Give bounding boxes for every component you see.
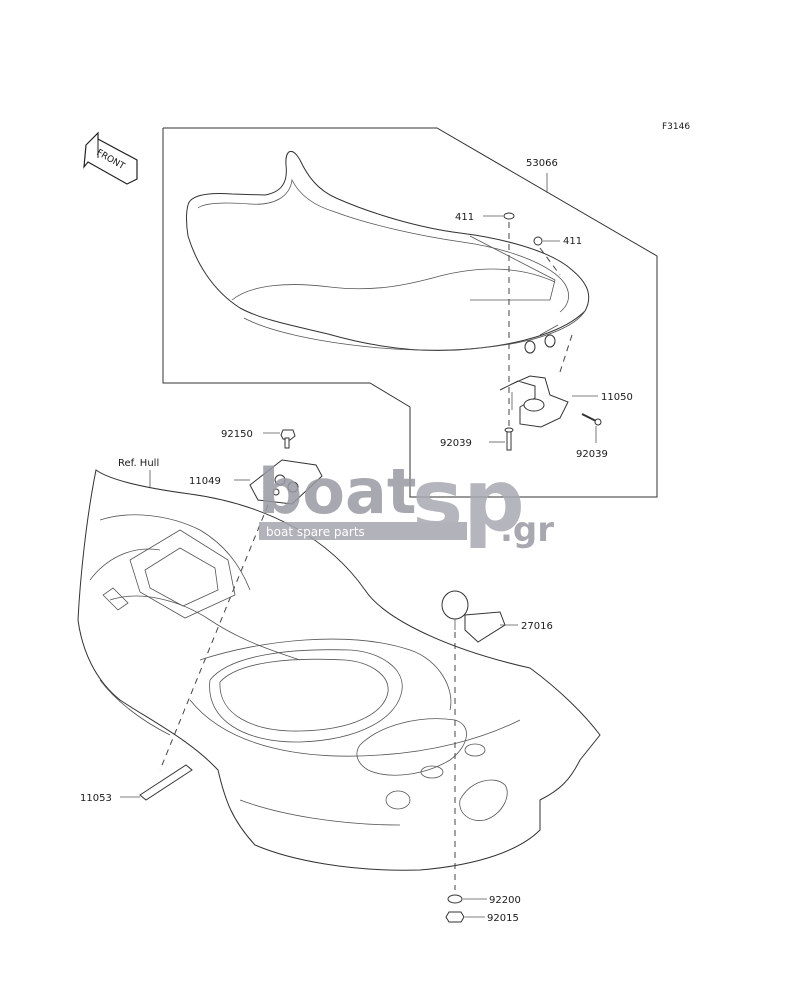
watermark-word1: boat (258, 455, 416, 528)
label-411-left: 411 (455, 212, 474, 223)
watermark-suffix: .gr (500, 510, 554, 550)
bumper-27016 (441, 590, 506, 643)
bracket-11050 (499, 375, 569, 428)
seat-group-frame (162, 127, 658, 498)
alignment-dash-catch (159, 504, 269, 771)
bolt-92039-left (504, 427, 514, 451)
label-27016: 27016 (521, 621, 553, 632)
hull-reference (77, 469, 601, 871)
strap-11053 (139, 764, 193, 801)
label-92039-right: 92039 (576, 449, 608, 460)
seat-53066 (186, 150, 590, 354)
label-11053: 11053 (80, 793, 112, 804)
washer-92200 (447, 894, 463, 904)
figure-code: F3146 (662, 122, 690, 132)
watermark-logo: boat sp .gr boat spare parts (258, 451, 554, 551)
bolt-92150 (280, 429, 296, 449)
label-11050: 11050 (601, 392, 633, 403)
label-92015: 92015 (487, 913, 519, 924)
bolt-92039-right (581, 413, 602, 426)
nut-92015 (445, 911, 465, 923)
watermark-tagline: boat spare parts (266, 525, 365, 539)
ref-hull-label: Ref. Hull (118, 458, 159, 469)
front-arrow-icon: FRONT (83, 131, 138, 185)
washer-411-left (503, 212, 515, 220)
catch-plate-11049 (249, 459, 323, 505)
label-92039-left: 92039 (440, 438, 472, 449)
alignment-dash-411 (539, 247, 561, 276)
alignment-dash-latch (559, 334, 573, 373)
watermark-tagline-bar (259, 522, 467, 540)
label-11049: 11049 (189, 476, 221, 487)
label-92150: 92150 (221, 429, 253, 440)
label-92200: 92200 (489, 895, 521, 906)
washer-411-right (533, 236, 543, 246)
label-53066: 53066 (526, 158, 558, 169)
label-411-right: 411 (563, 236, 582, 247)
